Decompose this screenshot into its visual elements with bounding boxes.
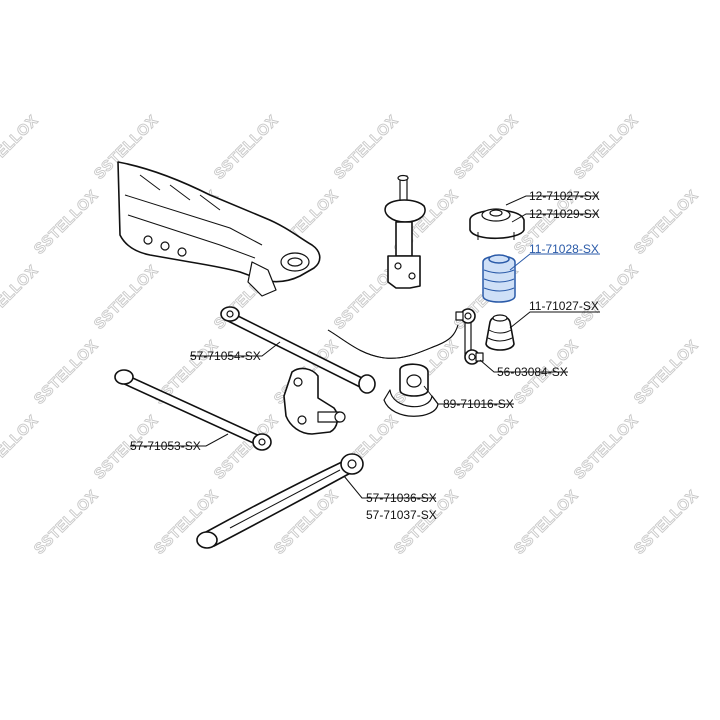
watermark-logo: SSTELLOX xyxy=(451,412,522,483)
label-trailing-arm-1[interactable]: 57-71036-SX xyxy=(366,491,437,505)
watermark-logo: SSTELLOX xyxy=(571,262,642,333)
watermark-logo: SSTELLOX xyxy=(331,112,402,183)
label-top-mount-2[interactable]: 12-71029-SX xyxy=(529,207,600,221)
label-top-mount-1[interactable]: 12-71027-SX xyxy=(529,189,600,203)
lower-lateral-arm xyxy=(114,369,272,451)
stabilizer-bushing xyxy=(383,363,439,417)
stabilizer-link xyxy=(455,308,484,365)
watermark-logo: SSTELLOX xyxy=(31,337,102,408)
watermark-logo: SSTELLOX xyxy=(631,337,702,408)
watermark-logo: SSTELLOX xyxy=(0,112,42,183)
part-labels: 12-71027-SX 12-71029-SX 11-71028-SX 11-7… xyxy=(130,189,600,522)
strut-top-mount xyxy=(469,208,525,240)
label-bump-stop[interactable]: 11-71027-SX xyxy=(529,299,599,313)
label-bump-boot[interactable]: 11-71028-SX xyxy=(529,242,599,256)
watermark-logo: SSTELLOX xyxy=(0,412,42,483)
watermark-logo: SSTELLOX xyxy=(631,187,702,258)
label-lower-arm[interactable]: 57-71053-SX xyxy=(130,439,201,453)
rear-knuckle xyxy=(283,367,346,435)
trailing-arm xyxy=(196,453,364,549)
watermark-logo: SSTELLOX xyxy=(0,262,42,333)
upper-lateral-arm xyxy=(220,306,376,394)
rear-subframe xyxy=(117,161,321,297)
bump-stop-boot xyxy=(482,254,516,303)
leader-lines xyxy=(130,195,600,499)
stabilizer-bar xyxy=(327,324,459,359)
shock-absorber xyxy=(384,174,426,289)
watermark-logo: SSTELLOX xyxy=(571,412,642,483)
label-upper-arm[interactable]: 57-71054-SX xyxy=(190,349,261,363)
watermark-logo: SSTELLOX xyxy=(31,487,102,558)
watermark-logo: SSTELLOX xyxy=(91,262,162,333)
bump-stop xyxy=(485,314,515,351)
label-link-rod[interactable]: 56-03084-SX xyxy=(497,365,568,379)
watermark-logo: SSTELLOX xyxy=(451,112,522,183)
watermark-logo: SSTELLOX xyxy=(511,487,582,558)
watermark-logo: SSTELLOX xyxy=(631,487,702,558)
watermark-logo: SSTELLOX xyxy=(571,112,642,183)
watermark-logo: SSTELLOX xyxy=(211,112,282,183)
watermark-logo: SSTELLOX xyxy=(31,187,102,258)
label-trailing-arm-2[interactable]: 57-71037-SX xyxy=(366,508,437,522)
label-stab-bush[interactable]: 89-71016-SX xyxy=(443,397,514,411)
